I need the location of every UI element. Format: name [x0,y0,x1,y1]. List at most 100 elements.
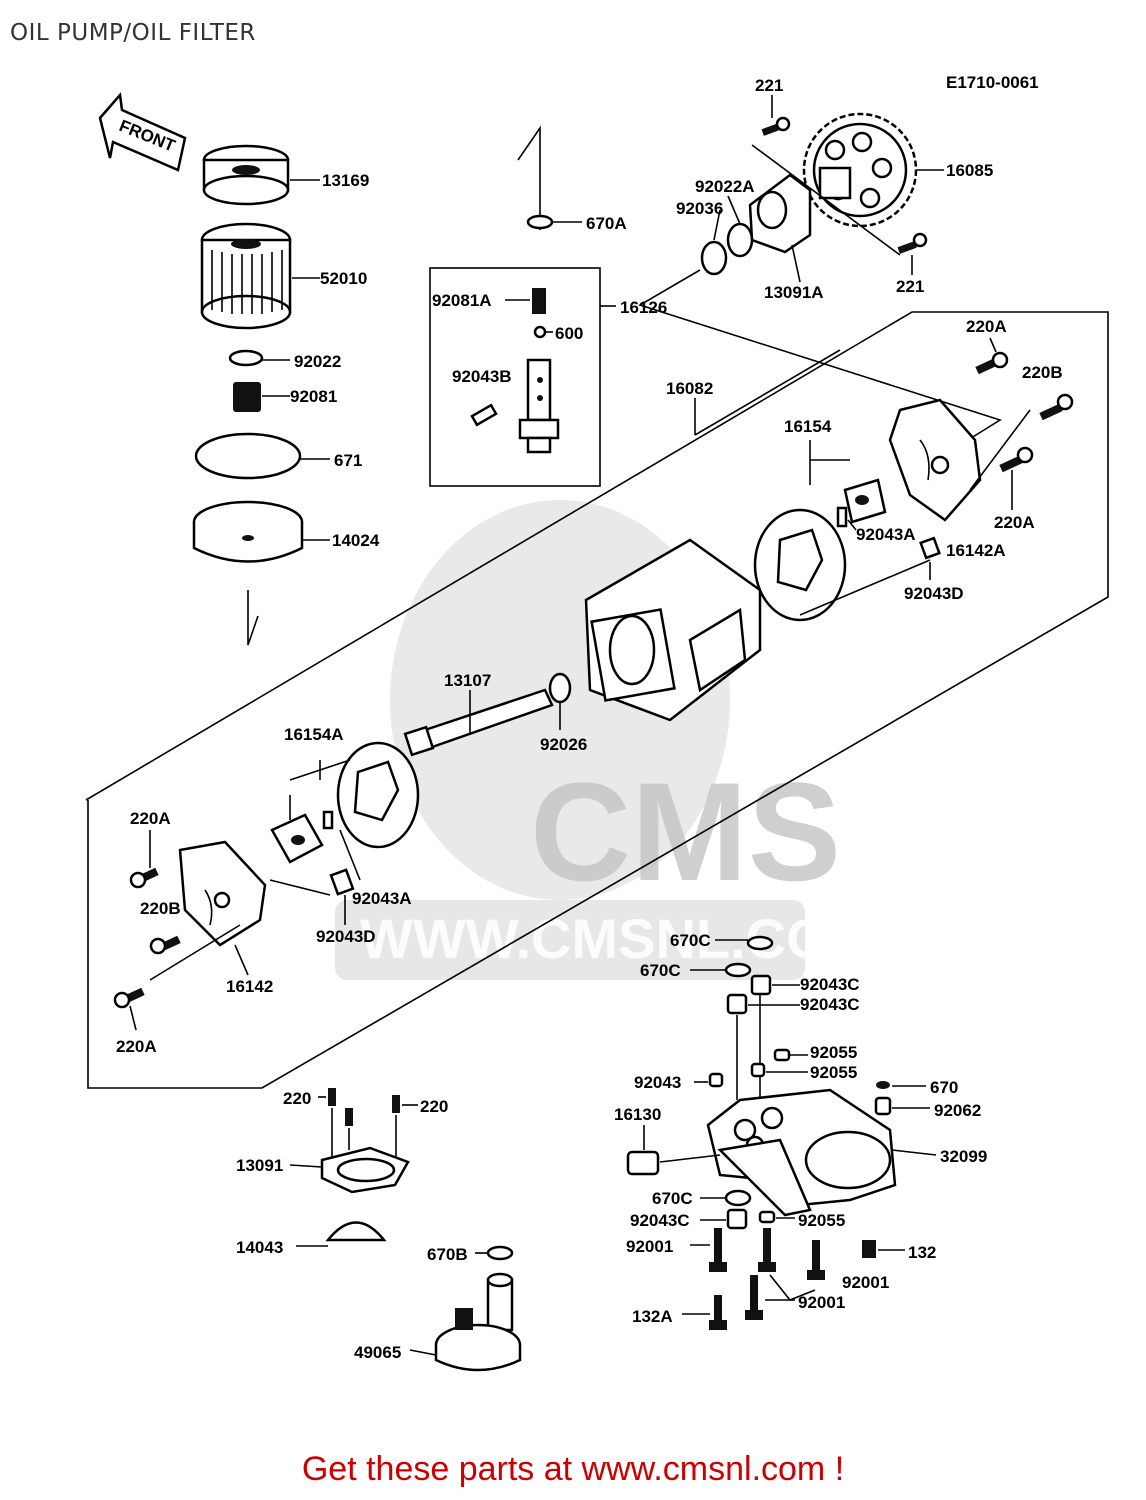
pump-cover-left-icon [178,840,267,947]
label-92055-1: 92055 [810,1043,857,1062]
label-16154: 16154 [784,417,832,436]
pump-shaft-icon [403,688,554,757]
label-13169: 13169 [322,171,369,190]
screw-220-a-icon [318,1088,336,1106]
label-220A-2: 220A [994,513,1035,532]
label-220-2: 220 [420,1097,448,1116]
label-49065: 49065 [354,1343,401,1362]
label-600: 600 [555,324,583,343]
label-16130: 16130 [614,1105,661,1124]
label-670C-3: 670C [652,1189,693,1208]
label-92043D-1: 92043D [904,584,964,603]
strainer-holder-icon [289,1146,410,1194]
part-labels: 13169 52010 92022 92081 671 14024 670A 1… [116,76,1063,1362]
page-title: OIL PUMP/OIL FILTER [10,20,256,46]
label-32099: 32099 [940,1147,987,1166]
screw-220-b-icon [392,1095,418,1113]
label-220A-3: 220A [130,809,171,828]
label-92043A-2: 92043A [352,889,412,908]
label-220B-2: 220B [140,899,181,918]
bolt-220A-left-top-icon [129,830,159,889]
label-52010: 52010 [320,269,367,288]
bolt-132-icon [862,1240,905,1258]
bolt-220B-right-icon [1039,393,1074,421]
bolt-220A-left-bottom-icon [113,987,145,1031]
label-670B: 670B [427,1245,468,1264]
label-14024: 14024 [332,531,380,550]
label-220B-1: 220B [1022,363,1063,382]
label-16126: 16126 [620,298,667,317]
oil-pipe-icon [409,1272,522,1372]
label-13107: 13107 [444,671,491,690]
screw-221-top-icon [761,95,791,136]
label-132A: 132A [632,1307,673,1326]
washer-icon [228,349,290,367]
watermark-url: WWW.CMSNL.COM [360,907,876,970]
label-92026: 92026 [540,735,587,754]
label-92043: 92043 [634,1073,681,1092]
pump-shaft-holder-icon [748,173,812,283]
label-16082: 16082 [666,379,713,398]
spring-icon [233,382,290,412]
label-92055-2: 92055 [810,1063,857,1082]
label-92022A: 92022A [695,177,755,196]
label-670: 670 [930,1078,958,1097]
bolt-92001-b-icon [758,1228,776,1272]
bolt-92001-a-icon [690,1228,727,1272]
label-13091A: 13091A [764,283,824,302]
label-92001-3: 92001 [798,1293,845,1312]
label-670A: 670A [586,214,627,233]
label-92055-3: 92055 [798,1211,845,1230]
label-92081: 92081 [290,387,337,406]
bolt-220B-left-icon [149,935,181,955]
label-92036: 92036 [676,199,723,218]
label-16085: 16085 [946,161,993,180]
bolt-92001-c-icon [807,1240,825,1280]
diagram-code: E1710-0061 [946,73,1039,92]
label-671: 671 [334,451,362,470]
bolt-220A-top-icon [975,337,1009,375]
screw-221-bottom-icon [897,232,928,275]
inner-rotor-left-icon [270,813,324,864]
label-132: 132 [908,1243,936,1262]
oil-pump-gear-icon [802,112,944,228]
oil-filter-cap-icon [202,144,320,206]
bolt-220A-mid-icon [999,446,1034,510]
front-arrow: FRONT [98,92,187,172]
lower-pump-housing-icon [706,1088,897,1217]
label-92043B: 92043B [452,367,512,386]
filter-bolt-icon [192,500,330,563]
bolt-132A-icon [682,1295,727,1330]
footer-link-text[interactable]: Get these parts at www.cmsnl.com ! [301,1450,845,1488]
label-92062: 92062 [934,1101,981,1120]
oil-pump-body-icon [584,538,762,722]
label-92043C-1: 92043C [800,975,860,994]
outer-rotor-right-icon [753,508,847,622]
outer-rotor-left-icon [336,741,420,849]
label-16142A: 16142A [946,541,1006,560]
label-16154A: 16154A [284,725,344,744]
label-92022: 92022 [294,352,341,371]
inner-rotor-right-icon [843,478,887,524]
watermark-logo: CMS [530,753,841,910]
exploded-parts-diagram: CMS WWW.CMSNL.COM FRONT E1710-0061 [85,73,1109,1372]
label-670C-1: 670C [670,931,711,950]
relief-valve-body-icon [518,358,560,454]
label-220A-1: 220A [966,317,1007,336]
oil-strainer-icon [296,1221,387,1247]
label-92001-2: 92001 [842,1273,889,1292]
label-221-bottom: 221 [896,277,924,296]
label-92043D-2: 92043D [316,927,376,946]
label-92081A: 92081A [432,291,492,310]
oil-pressure-switch-icon [626,1125,721,1176]
pump-cover-right-icon [888,398,982,522]
relief-valve-box [429,267,601,487]
label-220-1: 220 [283,1089,311,1108]
label-220A-4: 220A [116,1037,157,1056]
label-670C-2: 670C [640,961,681,980]
label-14043: 14043 [236,1238,283,1257]
label-92001-1: 92001 [626,1237,673,1256]
bolt-92001-d-icon [745,1275,763,1320]
label-13091: 13091 [236,1156,283,1175]
label-92043A-1: 92043A [856,525,916,544]
